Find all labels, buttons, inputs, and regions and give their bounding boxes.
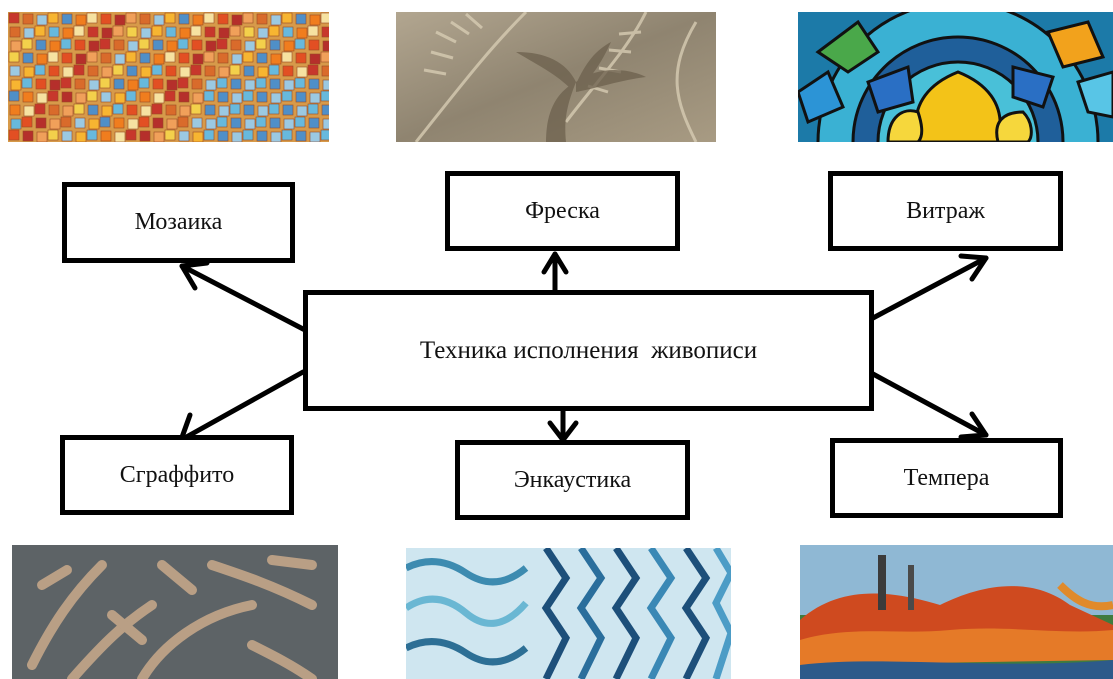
stained-glass-image [798,12,1113,142]
mosaic-image [8,12,329,142]
sgraffito-label: Сграффито [119,461,235,488]
stained-glass-label: Витраж [906,197,985,224]
sgraffito-image [12,545,338,679]
encaustic-image [406,548,731,679]
encaustic-label: Энкаустика [513,466,632,493]
tempera-box: Темпера [830,438,1063,518]
tempera-label: Темпера [903,464,990,491]
mosaic-label: Мозаика [134,209,223,235]
sgraffito-box: Сграффито [60,435,294,515]
encaustic-box: Энкаустика [455,440,690,520]
tempera-image [800,545,1113,679]
arrow-icon [870,253,989,321]
arrow-icon [547,407,579,443]
stained-glass-box: Витраж [828,171,1063,251]
fresco-image [396,12,716,142]
arrow-icon [870,371,989,440]
arrow-icon [179,260,308,333]
arrow-icon [541,251,569,295]
mosaic-box: Мозаика [62,182,295,263]
center-box: Техника исполнения живописи [303,290,874,411]
center-label: Техника исполнения живописи [419,336,758,364]
fresco-label: Фреска [525,197,600,224]
fresco-box: Фреска [445,171,680,251]
arrow-icon [178,369,306,443]
